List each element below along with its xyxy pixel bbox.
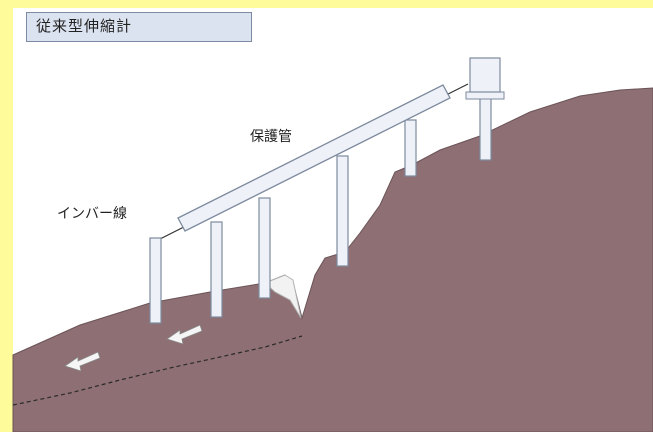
- title-box: [26, 12, 252, 42]
- support-post: [336, 155, 349, 267]
- diagram-title: 従来型伸縮計: [36, 17, 133, 35]
- slope-ground: [12, 87, 653, 432]
- label-protective-pipe: 保護管: [250, 129, 292, 145]
- support-post: [258, 197, 271, 299]
- movement-arrow: [64, 351, 101, 372]
- movement-arrow: [166, 324, 203, 345]
- support-post: [210, 221, 223, 318]
- label-invar-wire: インバー線: [57, 206, 127, 222]
- extensometer-box: [469, 57, 501, 93]
- protective-pipe: [177, 84, 451, 232]
- support-post: [404, 119, 417, 177]
- slip-surface-line: [12, 335, 303, 406]
- instrument-stand: [465, 91, 505, 100]
- crack-gap: [264, 274, 302, 319]
- instrument-post: [479, 95, 492, 161]
- anchor-post: [149, 237, 162, 324]
